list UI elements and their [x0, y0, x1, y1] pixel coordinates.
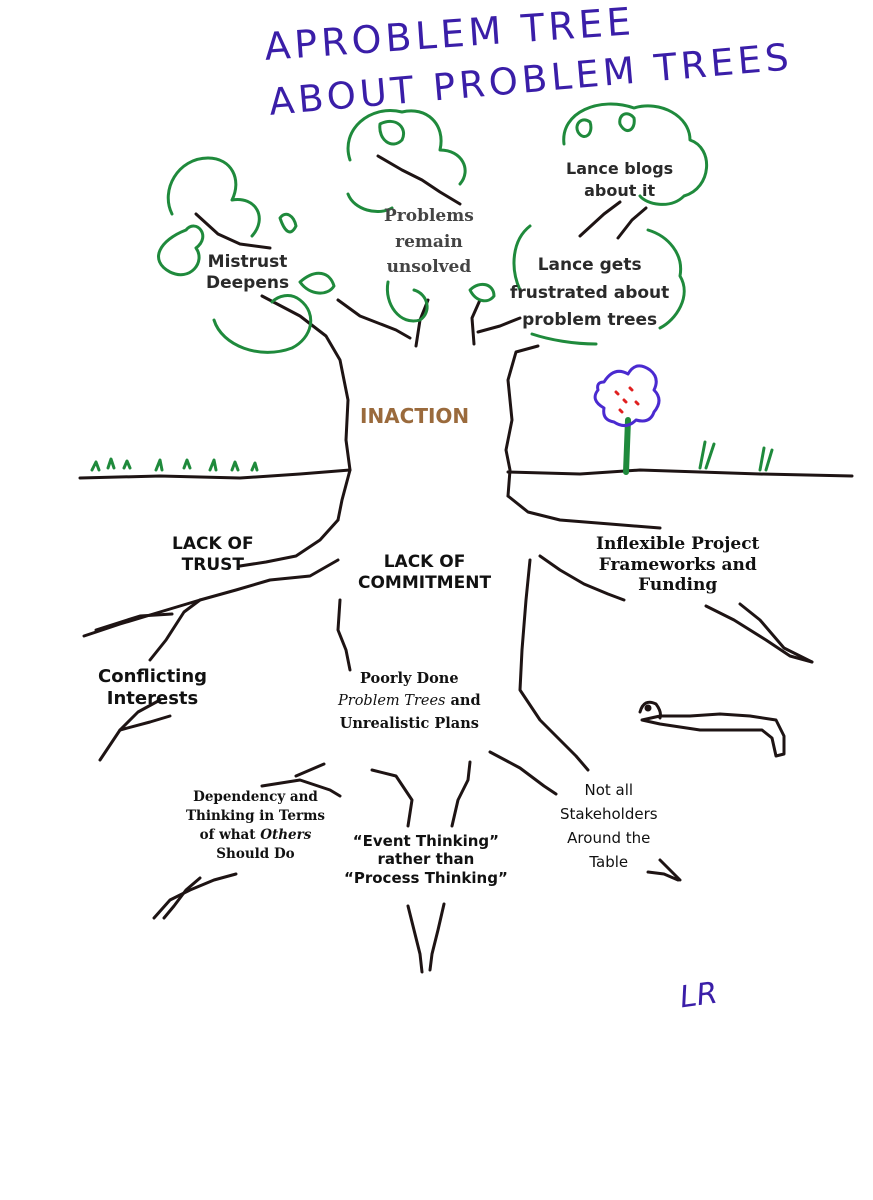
leaf-lance-frustrated: Lance gets frustrated about problem tree…: [510, 255, 670, 331]
grass-tufts: [90, 440, 774, 472]
worm-illustration: [638, 700, 786, 758]
leaf-mistrust-deepens: Mistrust Deepens: [206, 252, 290, 293]
tree-trunk: [194, 154, 662, 530]
root-not-all-stakeholders: Not all Stakeholders Around the Table: [560, 781, 658, 871]
author-signature: LR: [677, 975, 720, 1016]
trunk-label-inaction: INACTION: [360, 404, 470, 428]
ground-line: [78, 468, 854, 480]
leaf-lance-blogs: Lance blogs about it: [566, 159, 674, 201]
root-poorly-done-problem-trees: Poorly Done Problem Trees and Unrealisti…: [338, 670, 481, 732]
tree-roots: [82, 518, 814, 974]
tree-leaves: [157, 102, 708, 354]
root-lack-of-trust: LACK OF TRUST: [172, 534, 254, 575]
root-conflicting-interests: Conflicting Interests: [98, 666, 208, 709]
leaf-problems-unsolved: Problems remain unsolved: [384, 206, 474, 277]
root-event-thinking: “Event Thinking” rather than “Process Th…: [344, 832, 508, 887]
flower-illustration: [593, 364, 661, 475]
root-lack-of-commitment: LACK OF COMMITMENT: [358, 552, 492, 593]
root-dependency-thinking: Dependency and Thinking in Terms of what…: [186, 789, 325, 862]
root-inflexible-frameworks: Inflexible Project Frameworks and Fundin…: [596, 534, 760, 596]
